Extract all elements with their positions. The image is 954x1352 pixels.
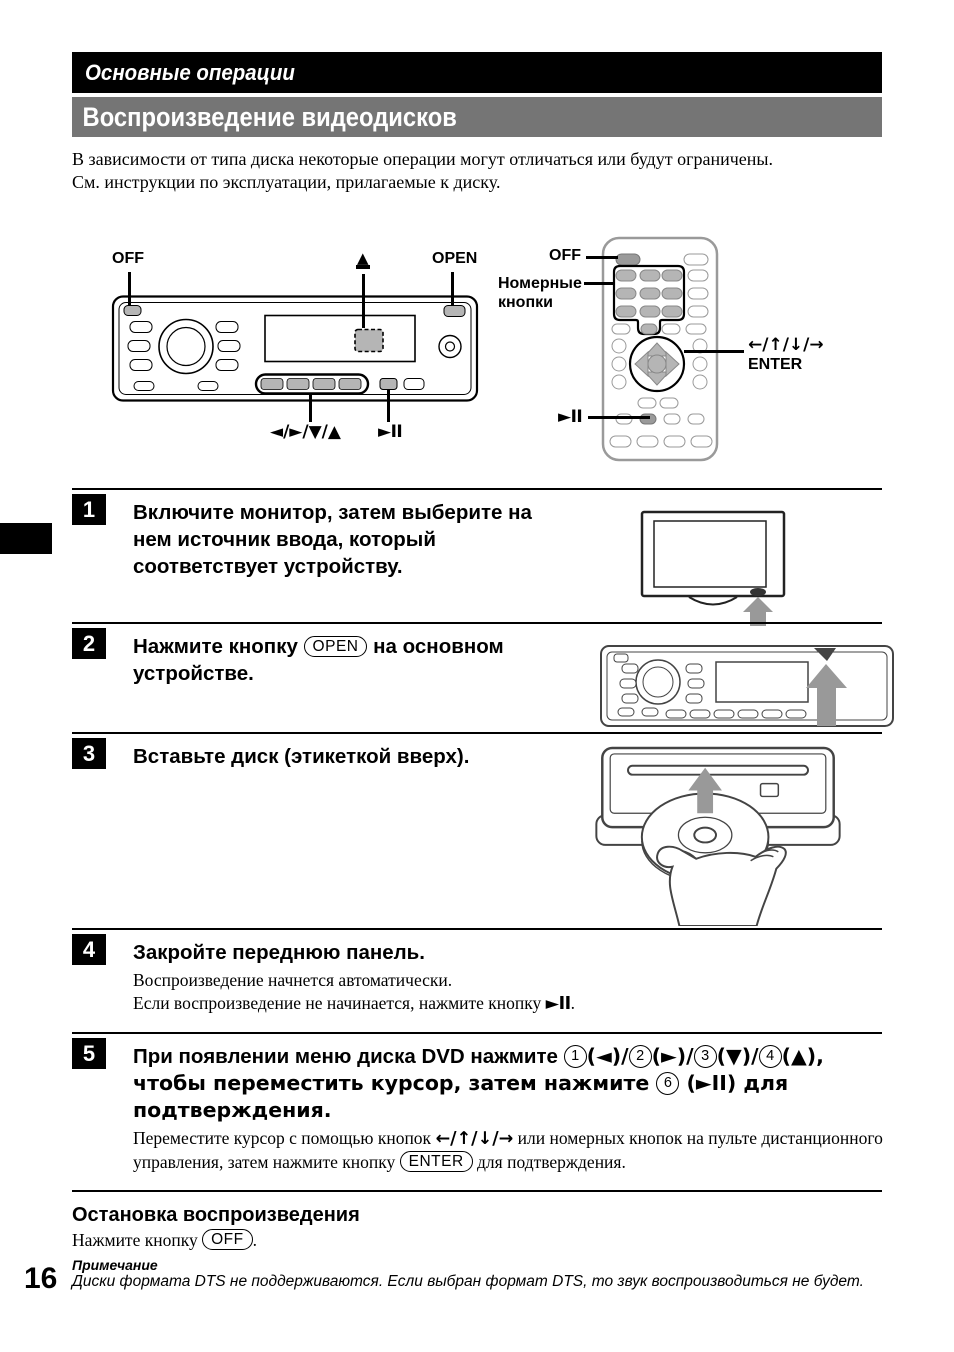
device-diagrams: OFF ▲ OPEN ◄/►/▼/▲ ►II xyxy=(72,230,952,480)
chapter-title: Основные операции xyxy=(85,59,295,85)
number-button-3: 3 xyxy=(693,1045,717,1068)
open-button-corner xyxy=(814,648,836,661)
press-arrow-icon xyxy=(743,597,773,626)
remote-control-illustration xyxy=(601,236,719,462)
unit-eject-icon: ▲ xyxy=(356,249,370,269)
step-5: 5 При появлении меню диска DVD нажмите 1… xyxy=(72,1032,883,1192)
unit-display xyxy=(264,314,416,363)
step-number: 4 xyxy=(72,934,106,965)
step-4: 4 Закройте переднюю панель. Воспроизведе… xyxy=(72,928,882,1034)
step-2: 2 Нажмите кнопку OPEN на основном устрой… xyxy=(72,622,894,734)
step-3: 3 Вставьте диск (этикеткой вверх). xyxy=(72,732,882,930)
section-divider xyxy=(72,1190,882,1192)
note-heading: Примечание xyxy=(72,1257,158,1273)
remote-arrows-label: ←/↑/↓/→ xyxy=(748,335,824,355)
remote-off-button xyxy=(615,253,641,266)
unit-open-label: OPEN xyxy=(432,250,478,267)
step-number: 1 xyxy=(72,494,106,525)
note-text: Диски формата DTS не поддерживаются. Есл… xyxy=(72,1273,864,1290)
step-heading: Вставьте диск (этикеткой вверх). xyxy=(133,745,470,768)
page-title: Воспроизведение видеодисков xyxy=(82,101,457,132)
step-1: 1 Включите монитор, затем выберите на не… xyxy=(72,488,882,626)
callout-line xyxy=(684,350,744,353)
stop-playback-heading: Остановка воспроизведения xyxy=(72,1204,360,1226)
callout-line xyxy=(451,272,454,306)
heading-text: на основном устройстве. xyxy=(133,635,504,685)
unit-off-button xyxy=(123,305,142,316)
open-button-pill: OPEN xyxy=(303,636,368,657)
remote-number-buttons-label: Номерные кнопки xyxy=(498,275,582,311)
callout-line xyxy=(586,256,618,259)
monitor-illustration xyxy=(640,510,786,626)
step-number: 2 xyxy=(72,628,106,659)
section-header: Воспроизведение видеодисков xyxy=(72,97,882,137)
unit-off-label: OFF xyxy=(112,250,144,267)
step-body: Переместите курсор с помощью кнопок ←/↑/… xyxy=(133,1128,883,1172)
step-heading: Включите монитор, затем выберите на нем … xyxy=(133,501,532,578)
body-line: Воспроизведение начнется автоматически. xyxy=(133,970,453,990)
number-button-1: 1 xyxy=(563,1045,587,1068)
callout-line xyxy=(387,390,390,422)
intro-para-2: См. инструкции по эксплуатации, прилагае… xyxy=(72,172,501,192)
step-number: 3 xyxy=(72,738,106,769)
step-heading: Закройте переднюю панель. xyxy=(133,941,425,964)
disc-slot xyxy=(627,764,809,776)
step-body: Воспроизведение начнется автоматически. … xyxy=(133,969,882,1016)
number-button-2: 2 xyxy=(628,1045,652,1068)
callout-line xyxy=(588,416,650,419)
head-unit-open-illustration xyxy=(600,645,894,727)
step-heading: При появлении меню диска DVD нажмите 1(◄… xyxy=(133,1044,824,1122)
press-arrow-icon xyxy=(806,664,847,726)
number-button-4: 4 xyxy=(758,1045,782,1068)
step-number: 5 xyxy=(72,1038,106,1069)
chapter-header: Основные операции xyxy=(72,52,882,93)
remote-enter-button xyxy=(647,354,667,374)
callout-line xyxy=(584,282,614,285)
intro-text: В зависимости от типа диска некоторые оп… xyxy=(72,148,784,194)
page-number: 16 xyxy=(24,1262,58,1295)
number-button-6: 6 xyxy=(656,1072,680,1095)
enter-button-pill: ENTER xyxy=(399,1151,473,1172)
remote-enter-label: ENTER xyxy=(748,356,803,373)
heading-text: Нажмите кнопку xyxy=(133,635,304,658)
disc-insert-illustration xyxy=(595,746,841,926)
unit-eject-button xyxy=(354,328,384,353)
unit-dpad-label: ◄/►/▼/▲ xyxy=(270,422,341,442)
remote-number-buttons xyxy=(615,269,683,318)
unit-play-pause-label: ►II xyxy=(378,422,403,442)
stop-playback-body: Нажмите кнопку OFF. xyxy=(72,1229,257,1250)
body-line: Если воспроизведение не начинается, нажм… xyxy=(133,993,576,1014)
unit-play-pause-button xyxy=(379,378,398,390)
main-unit-illustration xyxy=(111,295,479,402)
callout-line xyxy=(362,274,365,328)
unit-open-button xyxy=(443,305,466,317)
step-heading: Нажмите кнопку OPEN на основном устройст… xyxy=(133,624,573,687)
intro-para-1: В зависимости от типа диска некоторые оп… xyxy=(72,149,773,169)
remote-off-label: OFF xyxy=(549,247,581,264)
off-button-pill: OFF xyxy=(202,1229,253,1250)
monitor-input-button xyxy=(750,588,766,596)
hand xyxy=(656,845,787,926)
page-edge-tab xyxy=(0,523,52,554)
remote-play-pause-label: ►II xyxy=(558,407,583,427)
callout-line xyxy=(309,393,312,422)
callout-line xyxy=(128,272,131,306)
play-pause-icon: ►II xyxy=(545,994,571,1014)
arrow-keys-icon: ←/↑/↓/→ xyxy=(435,1129,514,1149)
